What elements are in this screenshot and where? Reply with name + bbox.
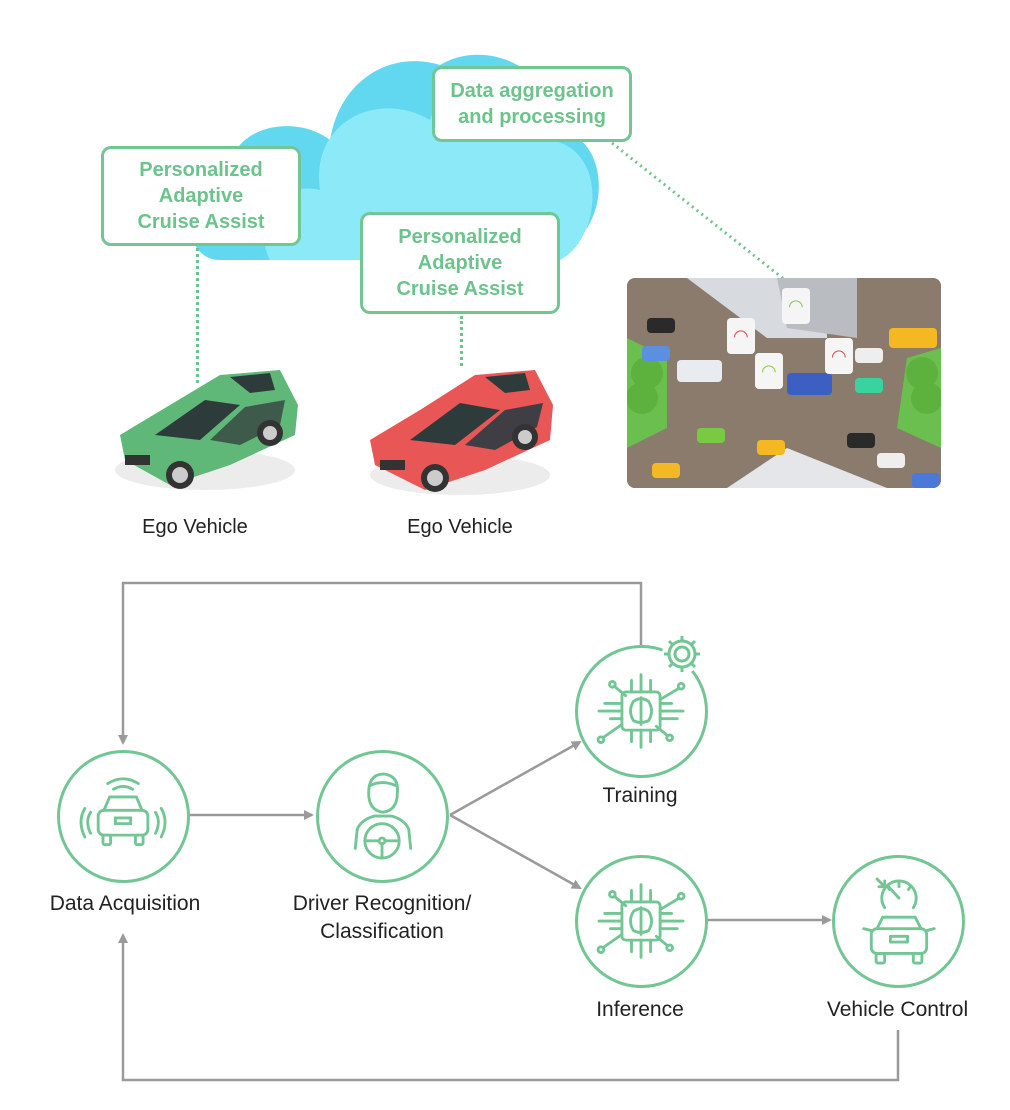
node-inference	[575, 855, 708, 988]
label-line: Training	[602, 784, 678, 807]
dotted-connector-left	[196, 248, 199, 383]
node-label-training: Training	[540, 782, 740, 810]
box-line: Adaptive	[417, 252, 503, 274]
arrow-driver-to-inference	[449, 813, 582, 890]
ai-chip-icon	[596, 673, 686, 749]
node-data-acquisition	[57, 750, 190, 883]
svg-text:◠: ◠	[831, 346, 847, 366]
red-car-icon	[370, 370, 553, 495]
intersection-illustration: ◠ ◠ ◠ ◠	[627, 278, 941, 488]
node-vehicle-control	[832, 855, 965, 988]
box-line: Personalized	[398, 226, 522, 248]
svg-text:◠: ◠	[761, 361, 777, 381]
cloud-box-data-aggregation: Data aggregation and processing	[432, 66, 632, 142]
box-line: and processing	[458, 106, 606, 128]
ai-chip-icon	[596, 883, 686, 959]
driver-steering-icon	[353, 772, 413, 860]
cloud-box-pacc-right: Personalized Adaptive Cruise Assist	[360, 212, 560, 314]
label-line: Classification	[320, 920, 444, 943]
ego-vehicle-label-2: Ego Vehicle	[407, 516, 513, 538]
city-traffic-image: ◠ ◠ ◠ ◠	[627, 278, 941, 488]
node-label-data-acquisition: Data Acquisition	[20, 890, 230, 918]
label-line: Driver Recognition/	[292, 892, 472, 915]
ego-vehicle-label-1: Ego Vehicle	[142, 516, 248, 538]
dotted-connector-right	[460, 316, 463, 366]
cloud-box-pacc-left: Personalized Adaptive Cruise Assist	[101, 146, 301, 246]
car-speedometer-icon	[862, 877, 936, 965]
green-car-icon	[115, 370, 298, 490]
node-label-inference: Inference	[540, 996, 740, 1024]
node-driver-recognition	[316, 750, 449, 883]
label-line: Data Acquisition	[49, 892, 201, 915]
arrow-training-to-acq	[118, 581, 643, 745]
svg-text:◠: ◠	[733, 326, 749, 346]
node-label-vehicle-control: Vehicle Control	[795, 996, 1000, 1024]
gear-icon	[662, 634, 702, 674]
box-line: Data aggregation	[450, 80, 614, 102]
arrow-control-to-acq	[118, 933, 900, 1082]
car-sensor-icon	[79, 777, 167, 847]
label-line: Inference	[596, 998, 684, 1021]
box-line: Personalized	[139, 159, 263, 181]
box-line: Cruise Assist	[137, 211, 265, 233]
box-line: Cruise Assist	[396, 278, 524, 300]
svg-text:◠: ◠	[788, 296, 804, 316]
label-line: Vehicle Control	[826, 998, 969, 1021]
box-line: Adaptive	[158, 185, 244, 207]
node-label-driver-recognition: Driver Recognition/ Classification	[262, 890, 502, 946]
